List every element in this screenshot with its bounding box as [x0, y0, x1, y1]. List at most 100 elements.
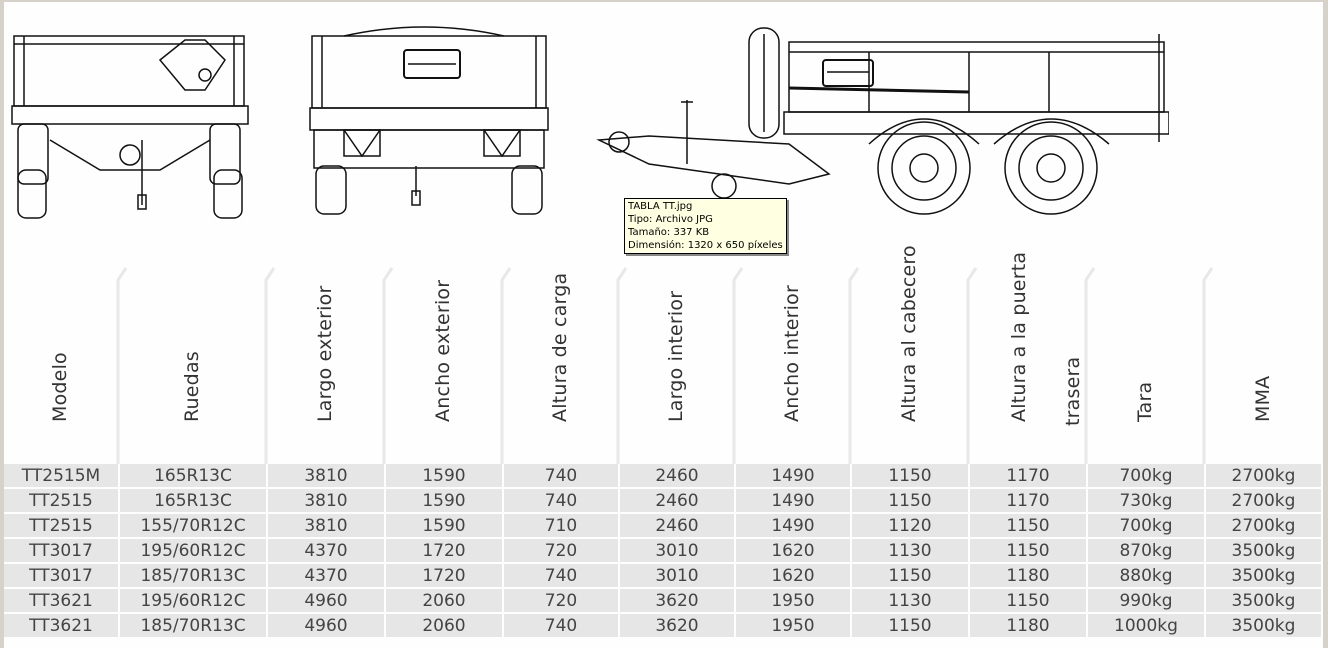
table-cell: 1150 — [852, 464, 968, 487]
table-cell: 1150 — [852, 614, 968, 637]
column-header: Tara — [1088, 264, 1204, 444]
column-header-label: MMA — [1251, 375, 1274, 422]
table-cell: 1120 — [852, 514, 968, 537]
table-cell: TT3621 — [4, 589, 118, 612]
header-dividers — [116, 267, 1214, 464]
table-cell: 3810 — [268, 514, 384, 537]
table-cell: 4370 — [268, 564, 384, 587]
table-cell: 2060 — [386, 614, 502, 637]
column-header-label: Altura a la puerta — [1008, 251, 1030, 422]
table-cell: 3010 — [620, 539, 734, 562]
table-cell: 165R13C — [120, 489, 266, 512]
table-cell: 3810 — [268, 489, 384, 512]
header-divider — [732, 267, 744, 464]
table-cell: 3620 — [620, 614, 734, 637]
table-cell: 730kg — [1088, 489, 1204, 512]
table-cell: TT3621 — [4, 614, 118, 637]
table-cell: 2460 — [620, 464, 734, 487]
table-cell: 3500kg — [1206, 614, 1321, 637]
table-cell: 3620 — [620, 589, 734, 612]
table-cell: 1150 — [970, 589, 1086, 612]
table-cell: 1590 — [386, 464, 502, 487]
table-cell: 1950 — [736, 614, 850, 637]
column-header: MMA — [1206, 264, 1321, 444]
table-cell: 1000kg — [1088, 614, 1204, 637]
table-cell: 195/60R12C — [120, 589, 266, 612]
header-divider — [382, 267, 394, 464]
table-cell: 1150 — [852, 489, 968, 512]
table-cell: 3500kg — [1206, 564, 1321, 587]
header-divider — [1084, 267, 1096, 464]
table-cell: 1620 — [736, 539, 850, 562]
file-tooltip: TABLA TT.jpg Tipo: Archivo JPG Tamaño: 3… — [624, 198, 787, 254]
table-cell: 3500kg — [1206, 539, 1321, 562]
table-cell: 1490 — [736, 514, 850, 537]
table-cell: 1170 — [970, 464, 1086, 487]
table-cell: 1490 — [736, 464, 850, 487]
header-divider — [116, 267, 128, 464]
column-header-label: trasera — [1062, 356, 1084, 426]
table-cell: 710 — [504, 514, 618, 537]
table-cell: 3010 — [620, 564, 734, 587]
header-divider — [848, 267, 860, 464]
table-cell: 1180 — [970, 564, 1086, 587]
table-cell: 2460 — [620, 489, 734, 512]
table-cell: 1720 — [386, 539, 502, 562]
table-cell: 165R13C — [120, 464, 266, 487]
table-cell: 2700kg — [1206, 464, 1321, 487]
table-cell: 870kg — [1088, 539, 1204, 562]
table-cell: TT3017 — [4, 539, 118, 562]
table-cell: TT2515 — [4, 514, 118, 537]
trailer-side-view — [596, 27, 1169, 215]
column-header: Largo interior — [620, 264, 734, 444]
table-cell: 185/70R13C — [120, 564, 266, 587]
column-header: Ancho interior — [736, 264, 850, 444]
table-cell: 1150 — [852, 564, 968, 587]
table-cell: 155/70R12C — [120, 514, 266, 537]
header-divider — [264, 267, 276, 464]
table-cell: 4960 — [268, 614, 384, 637]
table-cell: 2460 — [620, 514, 734, 537]
column-header: Ruedas — [120, 264, 266, 444]
header-divider — [966, 267, 978, 464]
trailer-front-view — [11, 35, 249, 219]
table-cell: 1130 — [852, 539, 968, 562]
table-cell: 2700kg — [1206, 514, 1321, 537]
column-header-label: Modelo — [49, 352, 71, 422]
column-header-label: Altura de carga — [549, 272, 571, 422]
table-cell: 1620 — [736, 564, 850, 587]
table-cell: 185/70R13C — [120, 614, 266, 637]
tooltip-dimension: Dimensión: 1320 x 650 píxeles — [628, 240, 783, 251]
header-divider — [500, 267, 512, 464]
table-cell: 740 — [504, 564, 618, 587]
tooltip-size: Tamaño: 337 KB — [628, 227, 710, 238]
table-cell: 1720 — [386, 564, 502, 587]
trailer-rear-view — [309, 26, 549, 215]
table-cell: 740 — [504, 489, 618, 512]
table-cell: 1590 — [386, 514, 502, 537]
table-cell: 1170 — [970, 489, 1086, 512]
table-cell: TT2515M — [4, 464, 118, 487]
column-header: Altura al cabecero — [852, 245, 968, 444]
column-header: Altura de carga — [504, 264, 618, 444]
table-cell: TT3017 — [4, 564, 118, 587]
column-header: Altura a la puerta trasera — [970, 252, 1086, 444]
table-cell: 2060 — [386, 589, 502, 612]
table-cell: 720 — [504, 539, 618, 562]
table-cell: 2700kg — [1206, 489, 1321, 512]
table-cell: TT2515 — [4, 489, 118, 512]
table-cell: 740 — [504, 464, 618, 487]
column-header-label: Largo exterior — [314, 285, 336, 423]
table-cell: 195/60R12C — [120, 539, 266, 562]
table-cell: 990kg — [1088, 589, 1204, 612]
table-cell: 4370 — [268, 539, 384, 562]
header-divider — [1202, 267, 1214, 464]
tooltip-type: Tipo: Archivo JPG — [628, 214, 713, 225]
